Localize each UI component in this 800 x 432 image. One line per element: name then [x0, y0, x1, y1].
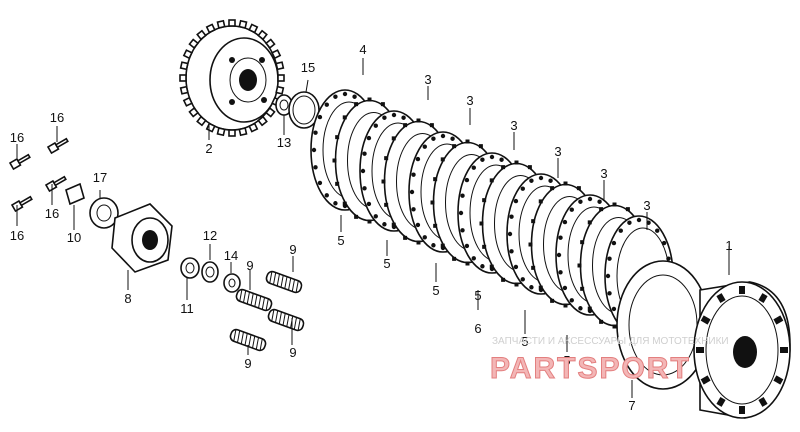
callout-16: 16 [50, 110, 64, 125]
part-17-bearing [89, 197, 119, 229]
callout-9: 9 [289, 345, 296, 360]
callout-3: 3 [466, 93, 473, 108]
callout-5: 5 [563, 353, 570, 368]
callout-5: 5 [474, 288, 481, 303]
clutch-spring [265, 270, 303, 294]
callout-3: 3 [510, 118, 517, 133]
watermark-tagline: ЗАПЧАСТИ И АКСЕССУАРЫ ДЛЯ МОТОТЕХНИКИ [492, 336, 729, 347]
callout-1: 1 [725, 238, 732, 253]
part-2-clutch-gear [179, 19, 285, 137]
callout-3: 3 [554, 144, 561, 159]
callout-9: 9 [246, 258, 253, 273]
callout-5: 5 [383, 256, 390, 271]
part-14-washer [223, 273, 241, 293]
callout-13: 13 [277, 135, 291, 150]
callout-3: 3 [600, 166, 607, 181]
callout-3: 3 [424, 72, 431, 87]
clutch-spring [235, 288, 273, 312]
callout-16: 16 [10, 228, 24, 243]
callout-15: 15 [301, 60, 315, 75]
callout-11: 11 [180, 301, 194, 316]
callout-9: 9 [244, 356, 251, 371]
callout-3: 3 [643, 198, 650, 213]
part-11-nut [180, 257, 200, 279]
callout-7: 7 [628, 398, 635, 413]
callout-5: 5 [337, 233, 344, 248]
housing-slots [696, 286, 788, 414]
callout-10: 10 [67, 230, 81, 245]
callout-12: 12 [203, 228, 217, 243]
part-8-lifter-plate [111, 203, 173, 273]
gear-teeth [179, 19, 285, 137]
callout-labels: 1 2 3 3 3 3 3 3 3 4 5 5 5 5 5 5 6 7 8 9 … [10, 42, 733, 413]
part-16-bolts [8, 137, 69, 213]
callout-16: 16 [45, 206, 59, 221]
callout-5: 5 [432, 283, 439, 298]
callout-16: 16 [10, 130, 24, 145]
part-1-clutch-outer [616, 260, 791, 419]
part-12-lock-washer [201, 261, 219, 283]
callout-4: 4 [359, 42, 366, 57]
clutch-plates-stack [310, 89, 674, 337]
watermark-brand: PARTSPORT [490, 352, 691, 385]
leader-lines [16, 58, 730, 398]
part-9-springs [229, 270, 305, 352]
callout-2: 2 [205, 141, 212, 156]
part-10-collar [65, 182, 85, 206]
clutch-spring [229, 328, 267, 352]
watermark: ЗАПЧАСТИ И АКСЕССУАРЫ ДЛЯ МОТОТЕХНИКИ PA… [490, 336, 729, 386]
callout-17: 17 [93, 170, 107, 185]
clutch-spring [267, 308, 305, 332]
callout-5: 5 [521, 334, 528, 349]
callout-6: 6 [474, 321, 481, 336]
callout-9: 9 [289, 242, 296, 257]
callout-14: 14 [224, 248, 238, 263]
callout-8: 8 [124, 291, 131, 306]
